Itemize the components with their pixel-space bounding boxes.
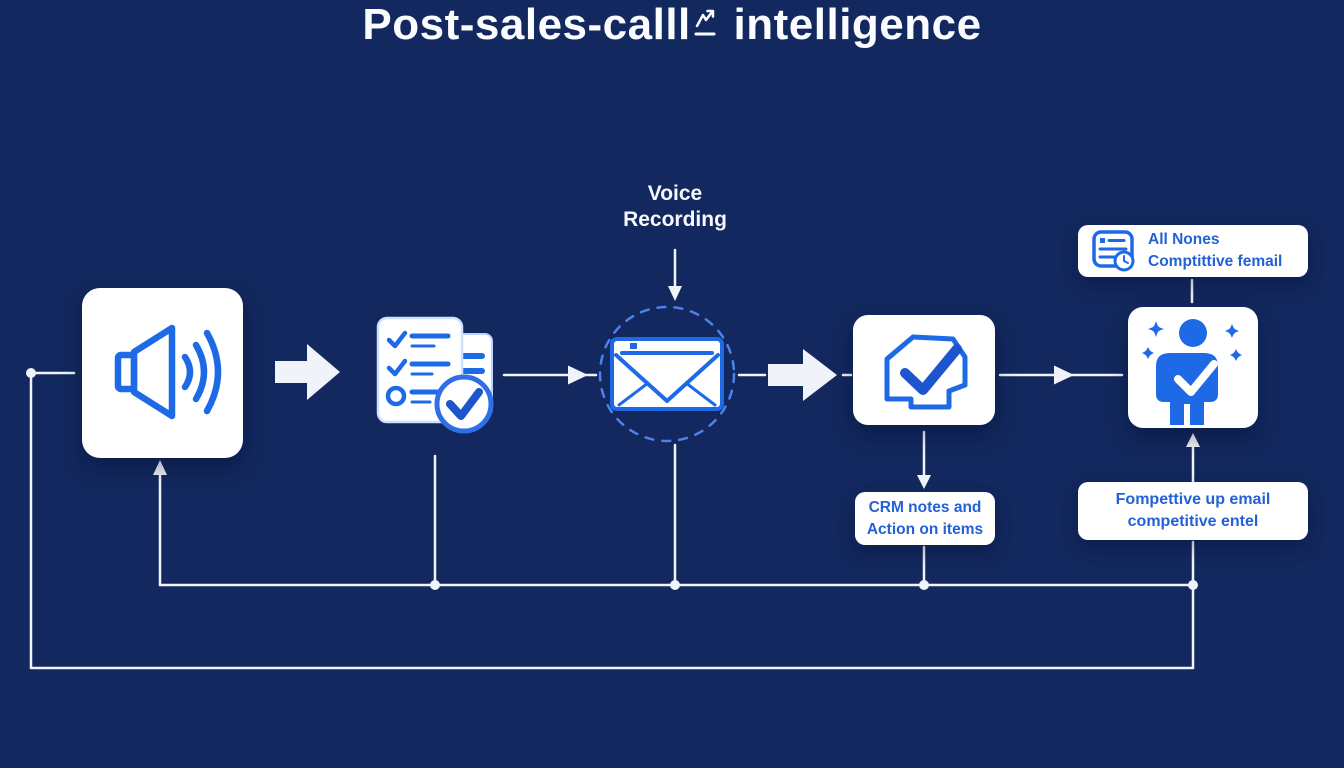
loop-junction-dots (26, 368, 1198, 590)
arrow-crm-to-customer (998, 365, 1124, 385)
all-notes-line2: Comptittive femail (1148, 253, 1283, 270)
feedback-loop-outer (29, 371, 1195, 670)
dashed-circle (598, 305, 736, 443)
block-arrow-email-to-crm (737, 349, 853, 401)
crm-notes-line1: CRM notes and (868, 498, 982, 516)
crm-notes-line2: Action on items (866, 520, 984, 538)
checklist-documents-icon (376, 316, 494, 434)
voice-recording-label: Voice Recording (575, 181, 775, 234)
voice-recording-arrow (668, 248, 682, 301)
feedback-loop-inner (153, 443, 1195, 587)
head-checkmark-icon (884, 334, 968, 410)
strikethrough-arrow-glyph (693, 7, 719, 41)
callout-follow-up-email: Fompettive up email competitive entel (1078, 482, 1308, 540)
voice-label-line2: Recording (623, 208, 727, 232)
follow-up-line1: Fompettive up email (1115, 490, 1271, 508)
notes-clock-icon (1092, 230, 1135, 272)
node-crm-check (853, 315, 995, 425)
arrow-checklist-to-email (502, 365, 598, 385)
crm-notes-text: CRM notes and Action on items (867, 497, 983, 540)
page-title: Post-sales-calll intelligence (0, 0, 1344, 50)
title-part1: Post-sales-calll (362, 0, 691, 49)
node-customer (1128, 307, 1258, 428)
follow-up-line2: competitive entel (1127, 513, 1259, 530)
voice-label-line1: Voice (647, 182, 703, 205)
all-notes-line1: All Nones (1148, 231, 1220, 249)
follow-up-text: Fompettive up email competitive entel (1116, 489, 1271, 534)
callout-all-notes: All Nones Comptittive femail (1078, 225, 1308, 277)
node-audio-source (82, 288, 243, 458)
block-arrow-audio-to-checklist (275, 344, 340, 400)
all-notes-text: All Nones Comptittive femail (1148, 229, 1282, 272)
email-envelope-icon (598, 305, 736, 443)
callout-crm-notes: CRM notes and Action on items (855, 492, 995, 545)
title-part2: intelligence (733, 0, 982, 49)
arrow-followup-up-to-customer (1186, 433, 1200, 486)
person-sparkles-icon (1142, 319, 1242, 425)
arrow-crm-down-to-notes (917, 430, 931, 489)
speaker-icon (114, 324, 222, 420)
